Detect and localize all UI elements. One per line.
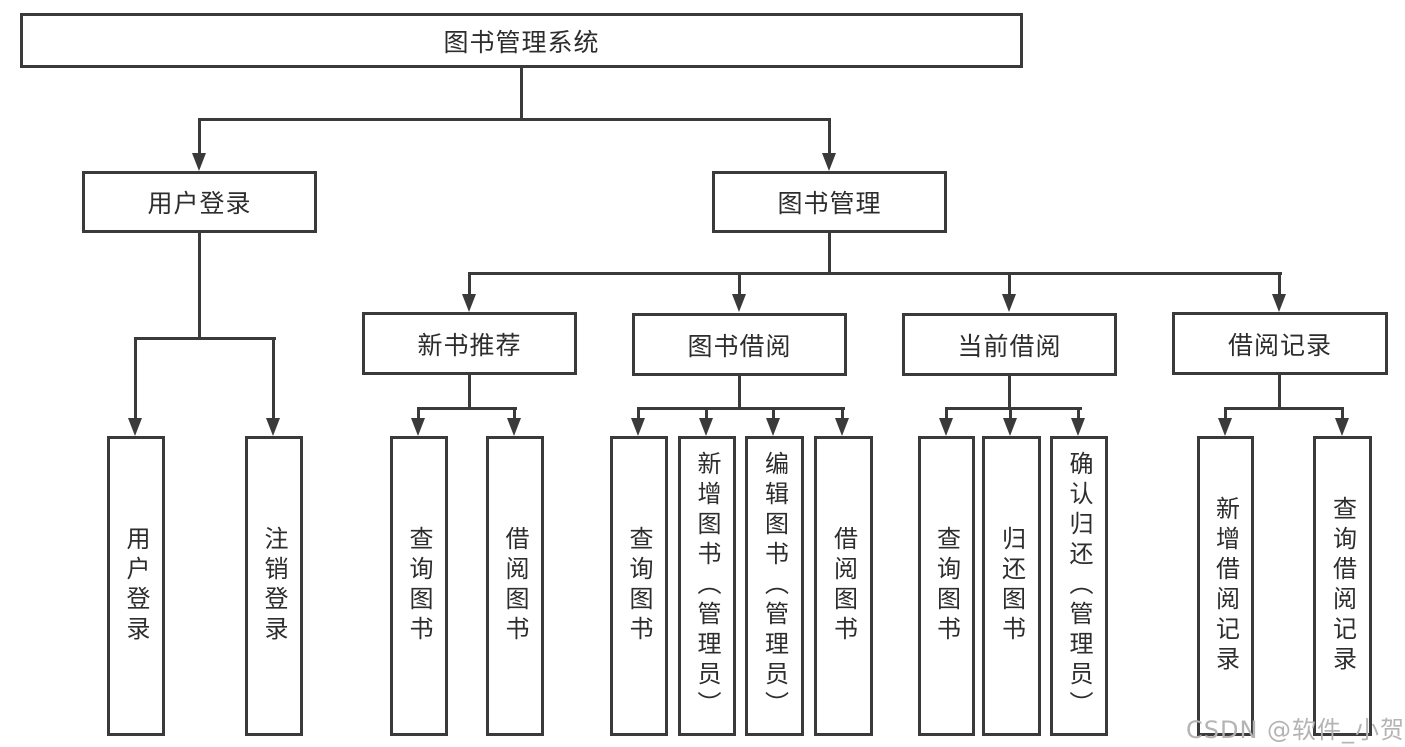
arrowhead-down [835,418,849,436]
arrowhead-down [939,418,953,436]
connector-line [637,407,845,410]
arrowhead-down [631,418,645,436]
arrowhead-down [1071,418,1085,436]
connector-line [417,407,517,410]
leaf-borrow-books: 借阅图书 [814,436,873,736]
arrowhead-down [732,294,746,312]
node-label: 当前借阅 [957,331,1062,361]
leaf-label: 查询图书 [405,526,433,646]
leaf-query-books-borrowing: 查询图书 [610,436,668,736]
leaf-label: 确认归还（管理员） [1065,451,1093,721]
leaf-return-books: 归还图书 [982,436,1041,736]
node-borrowing-records: 借阅记录 [1172,312,1388,375]
connector-line [738,376,741,409]
leaf-borrow-books-recommend: 借阅图书 [486,436,544,736]
arrowhead-down [822,153,836,171]
leaf-edit-books-admin: 编辑图书（管理员） [745,436,804,736]
connector-line [1224,407,1344,410]
arrowhead-down [411,418,425,436]
connector-line [272,337,275,419]
node-book-management: 图书管理 [712,171,947,233]
leaf-logout: 注销登录 [245,436,303,736]
arrowhead-down [266,418,280,436]
connector-line [1278,272,1281,297]
connector-line [945,407,948,420]
leaf-label: 查询图书 [932,526,961,646]
node-label: 图书管理 [777,189,882,218]
connector-line [945,407,1082,410]
arrowhead-down [507,418,521,436]
arrowhead-down [1002,294,1016,312]
leaf-label: 编辑图书（管理员） [760,451,789,721]
node-label: 用户登录 [147,189,252,218]
node-label: 图书借阅 [687,331,792,361]
leaf-label: 新增图书（管理员） [693,451,721,721]
connector-line [134,337,276,340]
connector-line [705,407,708,420]
node-library-management-system: 图书管理系统 [20,13,1023,68]
leaf-query-books-recommend: 查询图书 [390,436,448,736]
csdn-watermark: CSDN @软件_小贺同学 [1186,716,1405,744]
leaf-add-borrow-record: 新增借阅记录 [1197,436,1254,736]
connector-line [468,375,471,409]
connector-line [828,233,831,274]
arrowhead-down [128,418,142,436]
leaf-query-borrow-record: 查询借阅记录 [1313,436,1372,736]
connector-line [1341,407,1344,420]
connector-line [772,407,775,420]
connector-line [134,337,137,419]
node-label: 图书管理系统 [443,27,600,57]
leaf-label: 注销登录 [260,526,288,646]
leaf-add-books-admin: 新增图书（管理员） [678,436,736,736]
connector-line [468,272,1282,275]
arrowhead-down [1335,418,1349,436]
connector-line [417,407,420,420]
connector-line [513,407,516,420]
arrowhead-down [1003,418,1017,436]
arrowhead-down [699,418,713,436]
leaf-query-books-current: 查询图书 [918,436,975,736]
connector-line [520,68,523,118]
node-book-borrowing: 图书借阅 [632,313,847,376]
connector-line [198,118,831,121]
connector-line [1008,376,1011,409]
node-new-book-recommend: 新书推荐 [362,312,577,375]
leaf-label: 借阅图书 [829,526,858,646]
connector-line [828,118,831,156]
leaf-label: 归还图书 [997,526,1026,646]
node-current-borrowing: 当前借阅 [902,313,1117,376]
connector-line [738,272,741,297]
leaf-user-login: 用户登录 [107,436,165,736]
connector-line [198,233,201,337]
connector-line [1224,407,1227,420]
leaf-label: 借阅图书 [501,526,529,646]
leaf-label: 查询借阅记录 [1328,496,1357,676]
connector-line [1009,407,1012,420]
arrowhead-down [1272,294,1286,312]
leaf-label: 新增借阅记录 [1211,496,1240,676]
connector-line [841,407,844,420]
connector-line [198,118,201,156]
connector-line [1008,272,1011,297]
connector-line [1077,407,1080,420]
connector-line [468,272,471,297]
leaf-label: 用户登录 [122,526,150,646]
node-user-login: 用户登录 [82,171,317,233]
node-label: 新书推荐 [417,330,522,360]
leaf-label: 查询图书 [625,526,653,646]
node-label: 借阅记录 [1227,330,1332,360]
arrowhead-down [766,418,780,436]
leaf-confirm-return-admin: 确认归还（管理员） [1050,436,1108,736]
connector-line [637,407,640,420]
connector-line [1278,375,1281,409]
arrowhead-down [192,153,206,171]
arrowhead-down [462,294,476,312]
arrowhead-down [1218,418,1232,436]
